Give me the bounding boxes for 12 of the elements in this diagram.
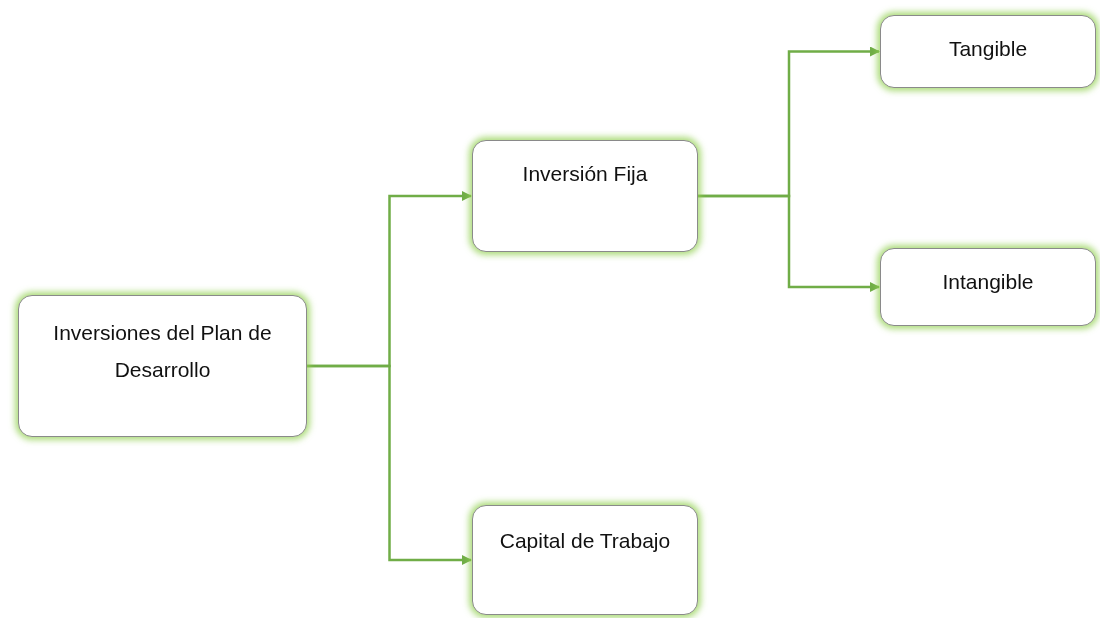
box-label: Tangible [948, 36, 1028, 62]
connector-arrow [698, 194, 880, 292]
connector-arrow [307, 364, 472, 565]
box-label: Capital de Trabajo [499, 528, 671, 554]
box-label: Intangible [942, 269, 1034, 295]
rounded-box [880, 15, 1096, 88]
rounded-box [472, 505, 698, 615]
rounded-box [472, 140, 698, 252]
rounded-box [880, 248, 1096, 326]
rounded-box [18, 295, 307, 437]
box-label: Inversión Fija [522, 161, 648, 187]
box-label: Inversiones del Plan de Desarrollo [52, 320, 273, 383]
